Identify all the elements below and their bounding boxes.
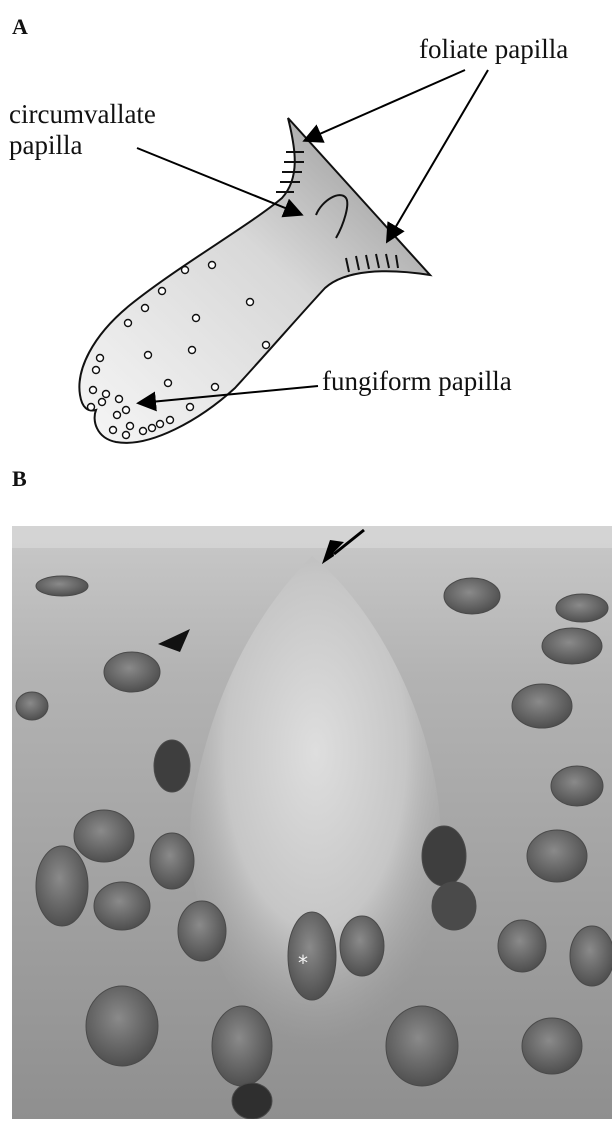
micrograph-image: * <box>12 526 612 1119</box>
asterisk-marker: * <box>298 951 308 975</box>
tongue-diagram <box>0 0 612 460</box>
panel-a: A <box>0 0 612 460</box>
panel-b-label: B <box>12 466 27 492</box>
label-circumvallate-papilla: circumvallate papilla <box>9 99 156 161</box>
label-foliate-papilla: foliate papilla <box>419 34 568 65</box>
panel-b-micrograph: * <box>12 526 612 1119</box>
arrow-foliate-bottom <box>388 70 488 240</box>
arrow-circumvallate <box>137 148 300 214</box>
arrow-foliate-top <box>306 70 465 140</box>
label-fungiform-papilla: fungiform papilla <box>322 366 512 397</box>
